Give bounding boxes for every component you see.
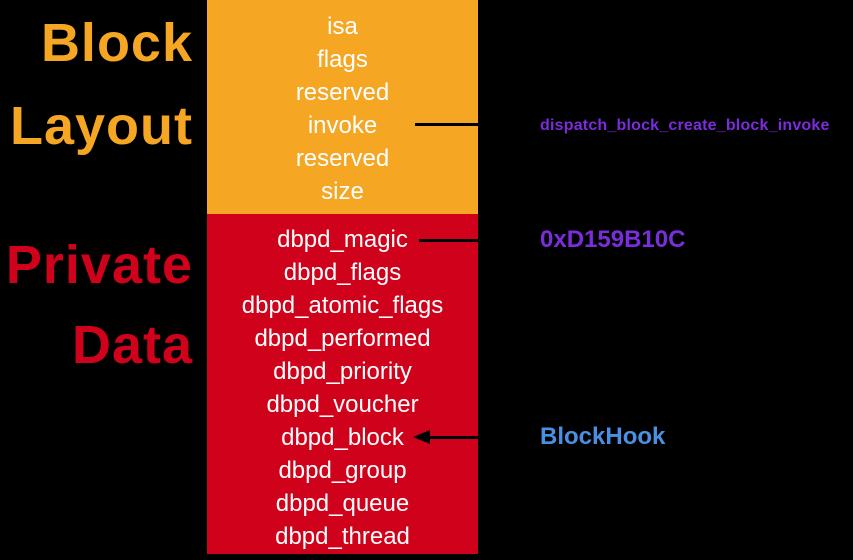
field-dbpd-atomic-flags: dbpd_atomic_flags (241, 292, 444, 319)
private-data-title-line2: Data (71, 315, 193, 375)
block-layout-title-line2: Layout (9, 96, 193, 156)
field-isa: isa (327, 13, 358, 40)
dbpd-magic-connector-line (419, 239, 535, 242)
field-dbpd-priority: dbpd_priority (273, 358, 412, 385)
private-data-title-line1: Private (5, 235, 193, 295)
field-dbpd-group: dbpd_group (278, 457, 407, 484)
field-dbpd-block: dbpd_block (281, 424, 404, 451)
field-reserved-1: reserved (295, 79, 390, 106)
invoke-pointer-annotation: dispatch_block_create_block_invoke (540, 117, 830, 134)
field-size: size (321, 178, 364, 205)
invoke-connector-line (415, 123, 535, 126)
field-dbpd-voucher: dbpd_voucher (266, 391, 419, 418)
field-dbpd-flags: dbpd_flags (283, 259, 402, 286)
field-dbpd-magic: dbpd_magic (277, 226, 408, 253)
field-reserved-2: reserved (295, 145, 390, 172)
field-invoke: invoke (307, 112, 378, 139)
field-dbpd-performed: dbpd_performed (254, 325, 431, 352)
left-arrowhead-icon (413, 430, 430, 444)
field-flags: flags (317, 46, 368, 73)
field-dbpd-queue: dbpd_queue (275, 490, 410, 517)
block-hook-annotation: BlockHook (540, 423, 666, 450)
field-dbpd-thread: dbpd_thread (275, 523, 410, 550)
magic-value-annotation: 0xD159B10C (540, 226, 686, 253)
dbpd-block-connector-line (428, 436, 535, 439)
block-layout-title-line1: Block (40, 13, 193, 73)
block-layout-struct-panel: isa flags reserved invoke reserved size (207, 0, 478, 214)
private-data-struct-panel: dbpd_magic dbpd_flags dbpd_atomic_flags … (207, 214, 478, 554)
